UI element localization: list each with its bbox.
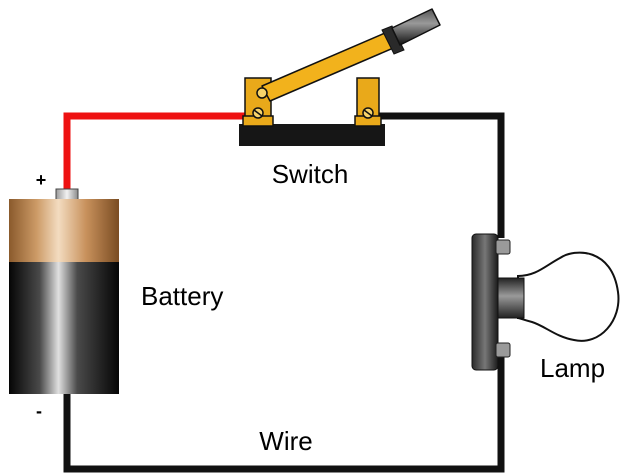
right-wire xyxy=(376,112,505,238)
lamp-socket xyxy=(471,233,499,371)
lamp-contact-top xyxy=(495,239,511,255)
lamp-contact-bottom xyxy=(495,342,511,358)
battery-top xyxy=(9,199,119,264)
battery xyxy=(9,188,119,394)
switch-knob xyxy=(391,8,441,46)
battery-positive-sign: + xyxy=(36,170,47,190)
switch-label: Switch xyxy=(272,159,349,189)
lamp-label: Lamp xyxy=(540,353,605,383)
knife-switch xyxy=(239,8,441,146)
battery-label: Battery xyxy=(141,281,223,311)
lamp xyxy=(471,233,620,371)
battery-negative-sign: - xyxy=(36,401,42,421)
lamp-neck xyxy=(493,277,525,319)
switch-base xyxy=(239,124,385,146)
battery-body xyxy=(9,262,119,394)
wire-label: Wire xyxy=(259,426,312,456)
bottom-wire xyxy=(63,355,505,473)
switch-collar xyxy=(381,25,405,55)
positive-wire xyxy=(63,112,250,196)
lamp-bulb xyxy=(517,251,620,342)
switch-pivot xyxy=(256,87,268,99)
